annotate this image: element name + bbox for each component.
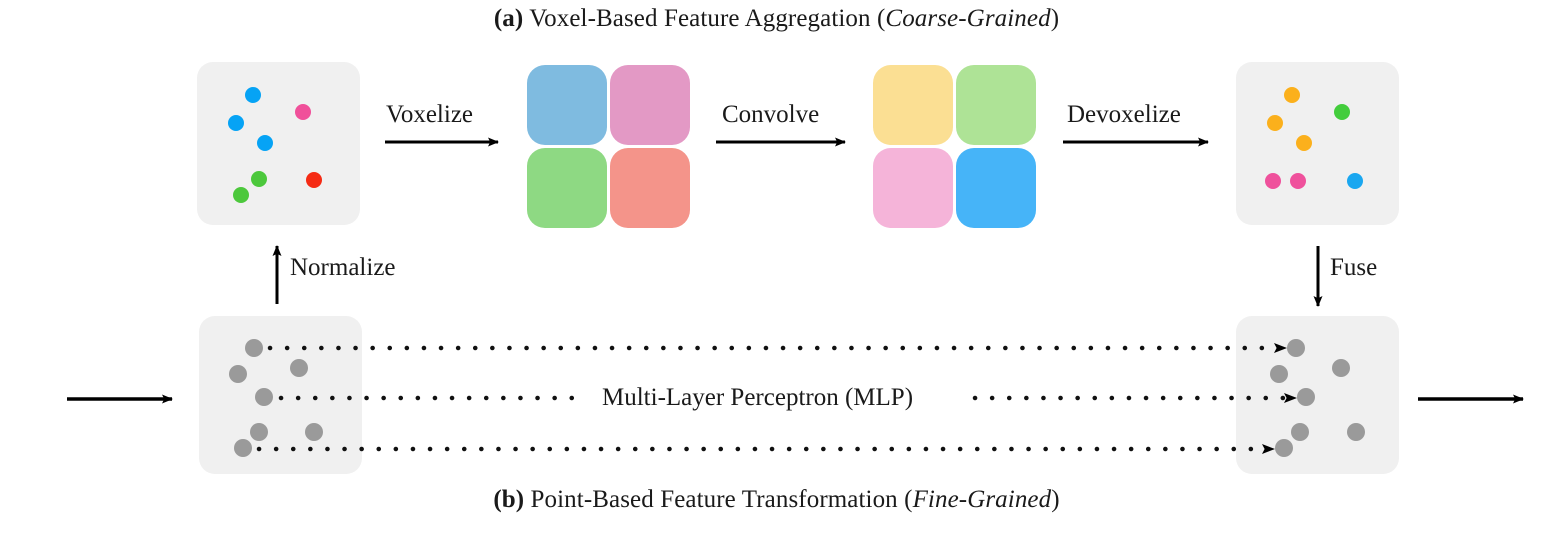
point-gray-6 (1347, 423, 1365, 441)
voxel-grid-after-convolve (873, 65, 1036, 228)
point-red-1 (306, 172, 322, 188)
point-gray-3 (1332, 359, 1350, 377)
point-gray-2 (229, 365, 247, 383)
caption-a-text-after: ) (1050, 5, 1060, 32)
point-gray-5 (250, 423, 268, 441)
panel-output-point-cloud (1236, 62, 1399, 225)
voxel-cell-top-left (527, 65, 607, 145)
point-gray-3 (290, 359, 308, 377)
caption-a-italic: Coarse-Grained (885, 5, 1051, 32)
caption-b-text-after: ) (1051, 486, 1060, 513)
voxel-cell-bottom-right (610, 148, 690, 228)
voxel-cell-bottom-right (956, 148, 1036, 228)
point-gray-5 (1291, 423, 1309, 441)
label-normalize: Normalize (290, 254, 396, 281)
voxel-grid-before-convolve (527, 65, 690, 228)
label-convolve: Convolve (722, 101, 820, 128)
caption-b-label: (b) (493, 486, 525, 513)
point-magenta-2 (1265, 173, 1281, 189)
caption-b-text-before: Point-Based Feature Transformation ( (524, 486, 913, 513)
caption-a: (a) Voxel-Based Feature Aggregation (Coa… (0, 5, 1553, 33)
panel-point-output (1236, 316, 1399, 474)
point-green-1 (251, 171, 267, 187)
point-gray-6 (305, 423, 323, 441)
point-gray-7 (1275, 439, 1293, 457)
caption-b-italic: Fine-Grained (912, 486, 1052, 513)
point-gray-1 (245, 339, 263, 357)
caption-b: (b) Point-Based Feature Transformation (… (0, 486, 1553, 514)
voxel-cell-bottom-left (527, 148, 607, 228)
point-orange-1 (1284, 87, 1300, 103)
point-green-1 (1334, 104, 1350, 120)
point-orange-3 (1296, 135, 1312, 151)
label-devoxelize: Devoxelize (1067, 101, 1181, 128)
voxel-cell-top-left (873, 65, 953, 145)
voxel-cell-bottom-left (873, 148, 953, 228)
label-mlp: Multi-Layer Perceptron (MLP) (592, 384, 924, 412)
label-fuse: Fuse (1330, 254, 1378, 281)
panel-point-input (199, 316, 362, 474)
point-gray-7 (234, 439, 252, 457)
point-green-2 (233, 187, 249, 203)
point-blue-3 (257, 135, 273, 151)
caption-a-label: (a) (493, 5, 524, 32)
point-magenta-1 (1290, 173, 1306, 189)
point-orange-2 (1267, 115, 1283, 131)
point-gray-2 (1270, 365, 1288, 383)
point-blue-1 (1347, 173, 1363, 189)
point-pink-1 (295, 104, 311, 120)
voxel-cell-top-right (956, 65, 1036, 145)
panel-input-point-cloud (197, 62, 360, 225)
point-blue-2 (228, 115, 244, 131)
point-gray-4 (1297, 388, 1315, 406)
caption-a-text-before: Voxel-Based Feature Aggregation ( (523, 5, 886, 32)
point-blue-1 (245, 87, 261, 103)
point-gray-1 (1287, 339, 1305, 357)
voxel-cell-top-right (610, 65, 690, 145)
point-gray-4 (255, 388, 273, 406)
label-voxelize: Voxelize (386, 101, 474, 128)
